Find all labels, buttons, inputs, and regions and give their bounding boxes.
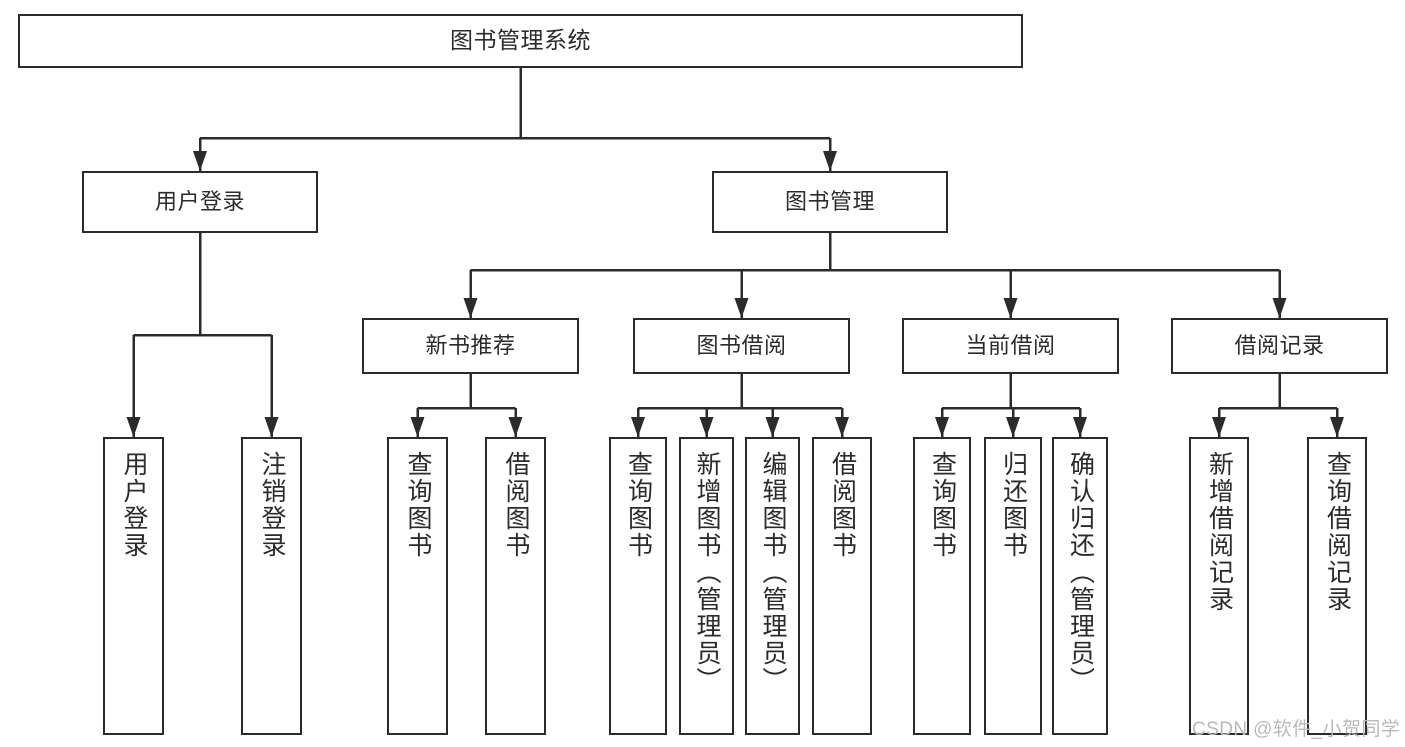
node-leaf-confirm-return-admin[interactable]: 确认归还（管理员）	[1052, 437, 1108, 735]
arrowhead-icon-current-borrow	[1003, 298, 1018, 318]
arrowhead-icon-book-borrow	[734, 298, 749, 318]
arrowhead-icon-leaf-user-login	[126, 417, 141, 437]
node-borrow-record[interactable]: 借阅记录	[1171, 318, 1388, 374]
node-leaf-borrow-book-1[interactable]: 借阅图书	[485, 437, 546, 735]
node-label-leaf-edit-book-admin: 编辑图书（管理员）	[759, 451, 787, 694]
node-label-borrow-record: 借阅记录	[1234, 333, 1325, 359]
node-leaf-add-book-admin[interactable]: 新增图书（管理员）	[679, 437, 734, 735]
node-label-book-manage: 图书管理	[784, 189, 875, 215]
node-leaf-query-book-1[interactable]: 查询图书	[387, 437, 448, 735]
node-leaf-add-borrow-record[interactable]: 新增借阅记录	[1189, 437, 1249, 735]
arrowhead-icon-leaf-confirm-return-admin	[1073, 417, 1087, 437]
node-label-book-borrow: 图书借阅	[696, 333, 787, 359]
node-leaf-logout-login[interactable]: 注销登录	[241, 437, 302, 735]
node-label-leaf-query-book-3: 查询图书	[928, 451, 957, 559]
node-leaf-borrow-book-2[interactable]: 借阅图书	[812, 437, 872, 735]
watermark-text: CSDN @软件_小贺同学	[1192, 719, 1401, 740]
node-label-leaf-borrow-book-2: 借阅图书	[828, 451, 857, 559]
node-root[interactable]: 图书管理系统	[18, 14, 1023, 68]
node-leaf-query-book-3[interactable]: 查询图书	[913, 437, 971, 735]
arrowhead-icon-user-login	[193, 151, 207, 171]
arrowhead-icon-leaf-edit-book-admin	[765, 417, 780, 437]
node-label-leaf-query-book-2: 查询图书	[624, 451, 653, 559]
node-leaf-edit-book-admin[interactable]: 编辑图书（管理员）	[745, 437, 800, 735]
node-label-leaf-query-borrow-record: 查询借阅记录	[1323, 451, 1352, 613]
node-label-leaf-logout-login: 注销登录	[258, 451, 286, 559]
node-label-root: 图书管理系统	[450, 27, 591, 54]
node-label-leaf-return-book: 归还图书	[999, 451, 1028, 559]
node-label-leaf-borrow-book-1: 借阅图书	[502, 451, 530, 559]
node-new-book-recommend[interactable]: 新书推荐	[362, 318, 579, 374]
arrowhead-icon-leaf-query-book-2	[631, 417, 645, 437]
arrowhead-icon-leaf-query-book-1	[410, 417, 425, 437]
arrowhead-icon-leaf-query-borrow-record	[1330, 417, 1344, 437]
node-label-new-book-recommend: 新书推荐	[425, 333, 516, 359]
arrowhead-icon-leaf-borrow-book-2	[835, 417, 849, 437]
arrowhead-icon-new-book-recommend	[463, 298, 478, 318]
node-label-current-borrow: 当前借阅	[965, 333, 1056, 359]
node-label-user-login: 用户登录	[154, 189, 245, 215]
node-leaf-query-borrow-record[interactable]: 查询借阅记录	[1307, 437, 1367, 735]
node-label-leaf-user-login: 用户登录	[120, 451, 148, 559]
arrowhead-icon-leaf-query-book-3	[935, 417, 949, 437]
node-leaf-query-book-2[interactable]: 查询图书	[609, 437, 667, 735]
arrowhead-icon-leaf-add-borrow-record	[1212, 417, 1226, 437]
node-user-login[interactable]: 用户登录	[82, 171, 318, 233]
arrowhead-icon-book-manage	[823, 151, 837, 171]
node-leaf-return-book[interactable]: 归还图书	[984, 437, 1042, 735]
node-label-leaf-confirm-return-admin: 确认归还（管理员）	[1066, 451, 1095, 694]
node-label-leaf-add-borrow-record: 新增借阅记录	[1205, 451, 1234, 613]
arrowhead-icon-leaf-logout-login	[264, 417, 279, 437]
arrowhead-icon-leaf-add-book-admin	[699, 417, 714, 437]
arrowhead-icon-leaf-borrow-book-1	[508, 417, 523, 437]
node-book-manage[interactable]: 图书管理	[712, 171, 948, 233]
node-book-borrow[interactable]: 图书借阅	[633, 318, 850, 374]
node-label-leaf-add-book-admin: 新增图书（管理员）	[693, 451, 721, 694]
arrowhead-icon-borrow-record	[1272, 298, 1287, 318]
arrowhead-icon-leaf-return-book	[1006, 417, 1020, 437]
node-leaf-user-login[interactable]: 用户登录	[103, 437, 164, 735]
node-label-leaf-query-book-1: 查询图书	[404, 451, 432, 559]
node-current-borrow[interactable]: 当前借阅	[902, 318, 1119, 374]
